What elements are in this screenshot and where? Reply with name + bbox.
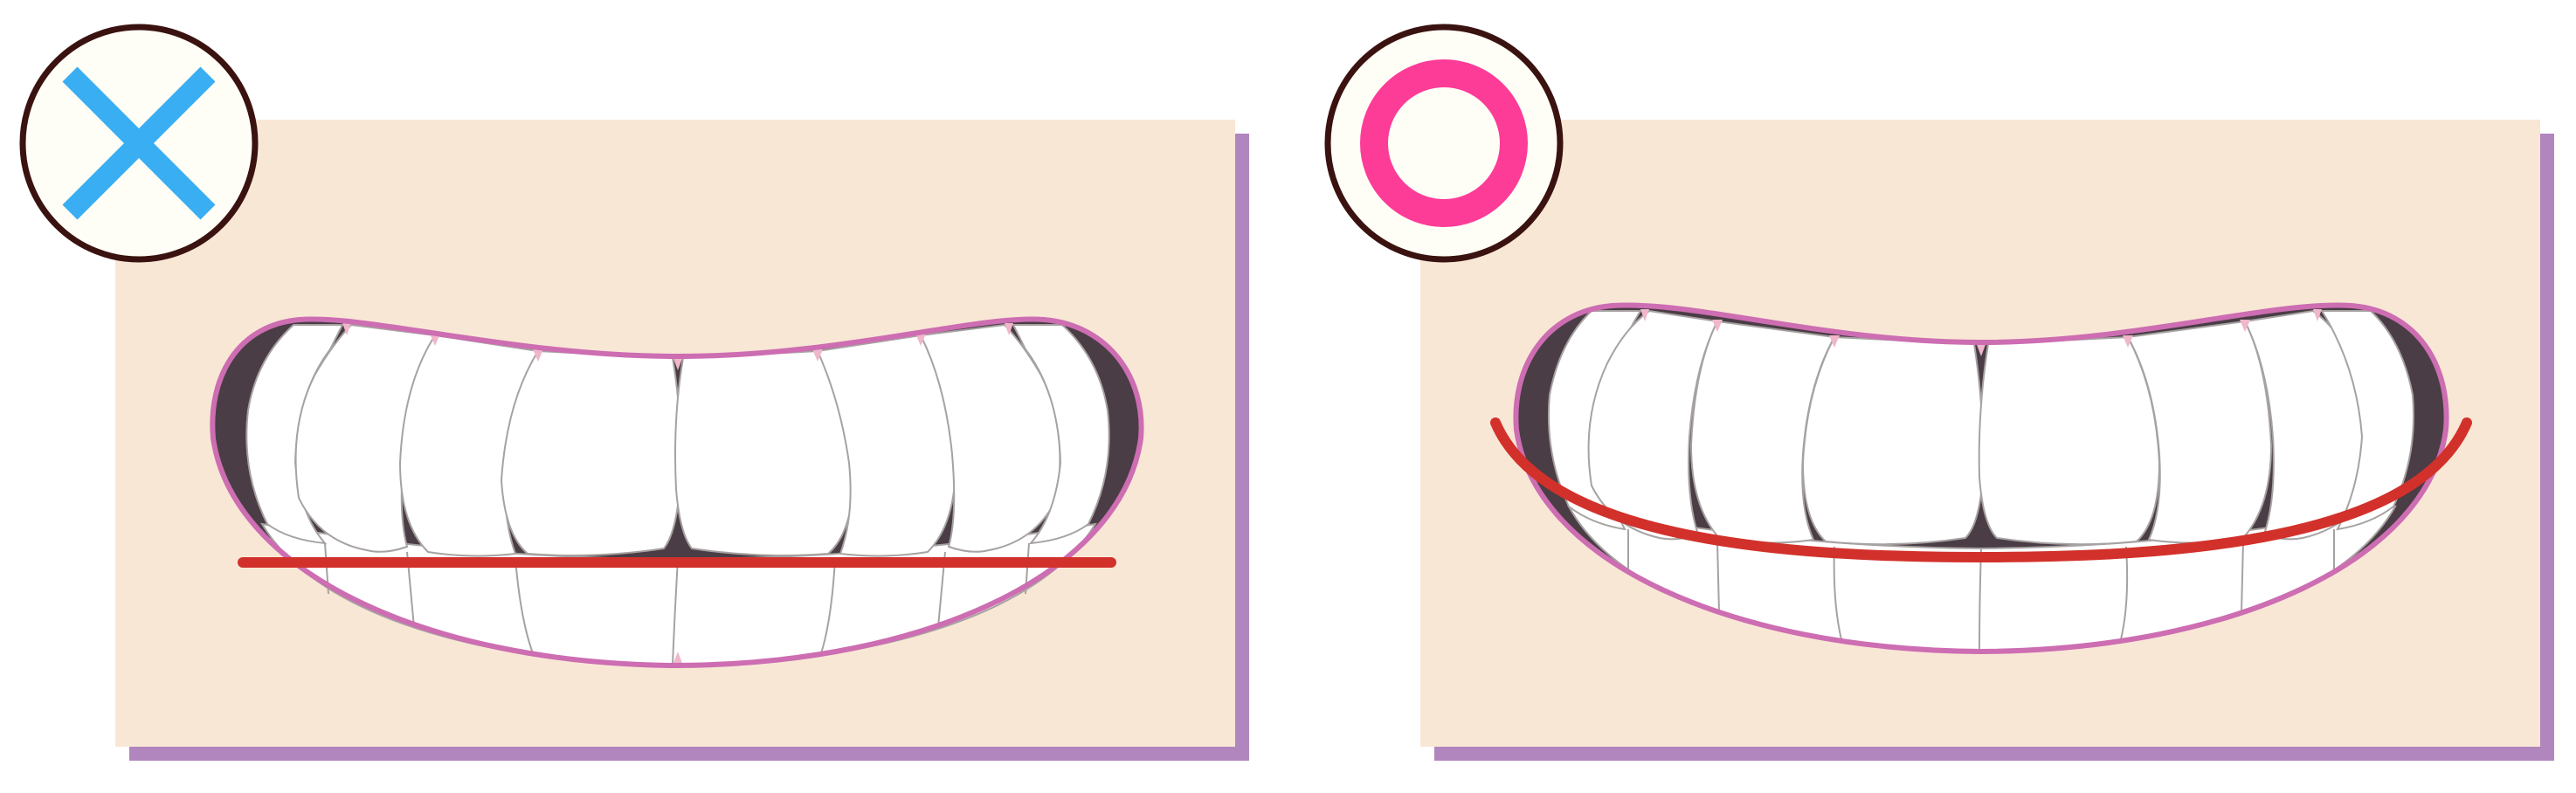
tooth xyxy=(1978,335,2161,546)
tooth xyxy=(674,349,856,556)
gums xyxy=(342,323,1013,665)
curved-guide-line xyxy=(1490,417,2472,563)
tooth xyxy=(2320,310,2415,531)
lip-outline xyxy=(210,316,1144,669)
panel-correct xyxy=(1324,24,2554,761)
circle-icon xyxy=(1360,59,1528,227)
upper-teeth xyxy=(245,323,1110,557)
lip-outline xyxy=(1513,302,2449,655)
gums xyxy=(1640,309,2322,356)
correct-badge xyxy=(1324,24,1564,263)
cross-icon xyxy=(62,66,216,220)
lower-teeth-dividers xyxy=(1627,529,2335,652)
tooth xyxy=(1587,309,1719,541)
upper-teeth xyxy=(1547,309,2415,546)
tooth xyxy=(1801,335,1985,546)
tooth xyxy=(500,349,681,556)
incorrect-badge xyxy=(19,24,259,263)
tooth xyxy=(1012,324,1110,545)
panel-incorrect xyxy=(19,24,1249,761)
